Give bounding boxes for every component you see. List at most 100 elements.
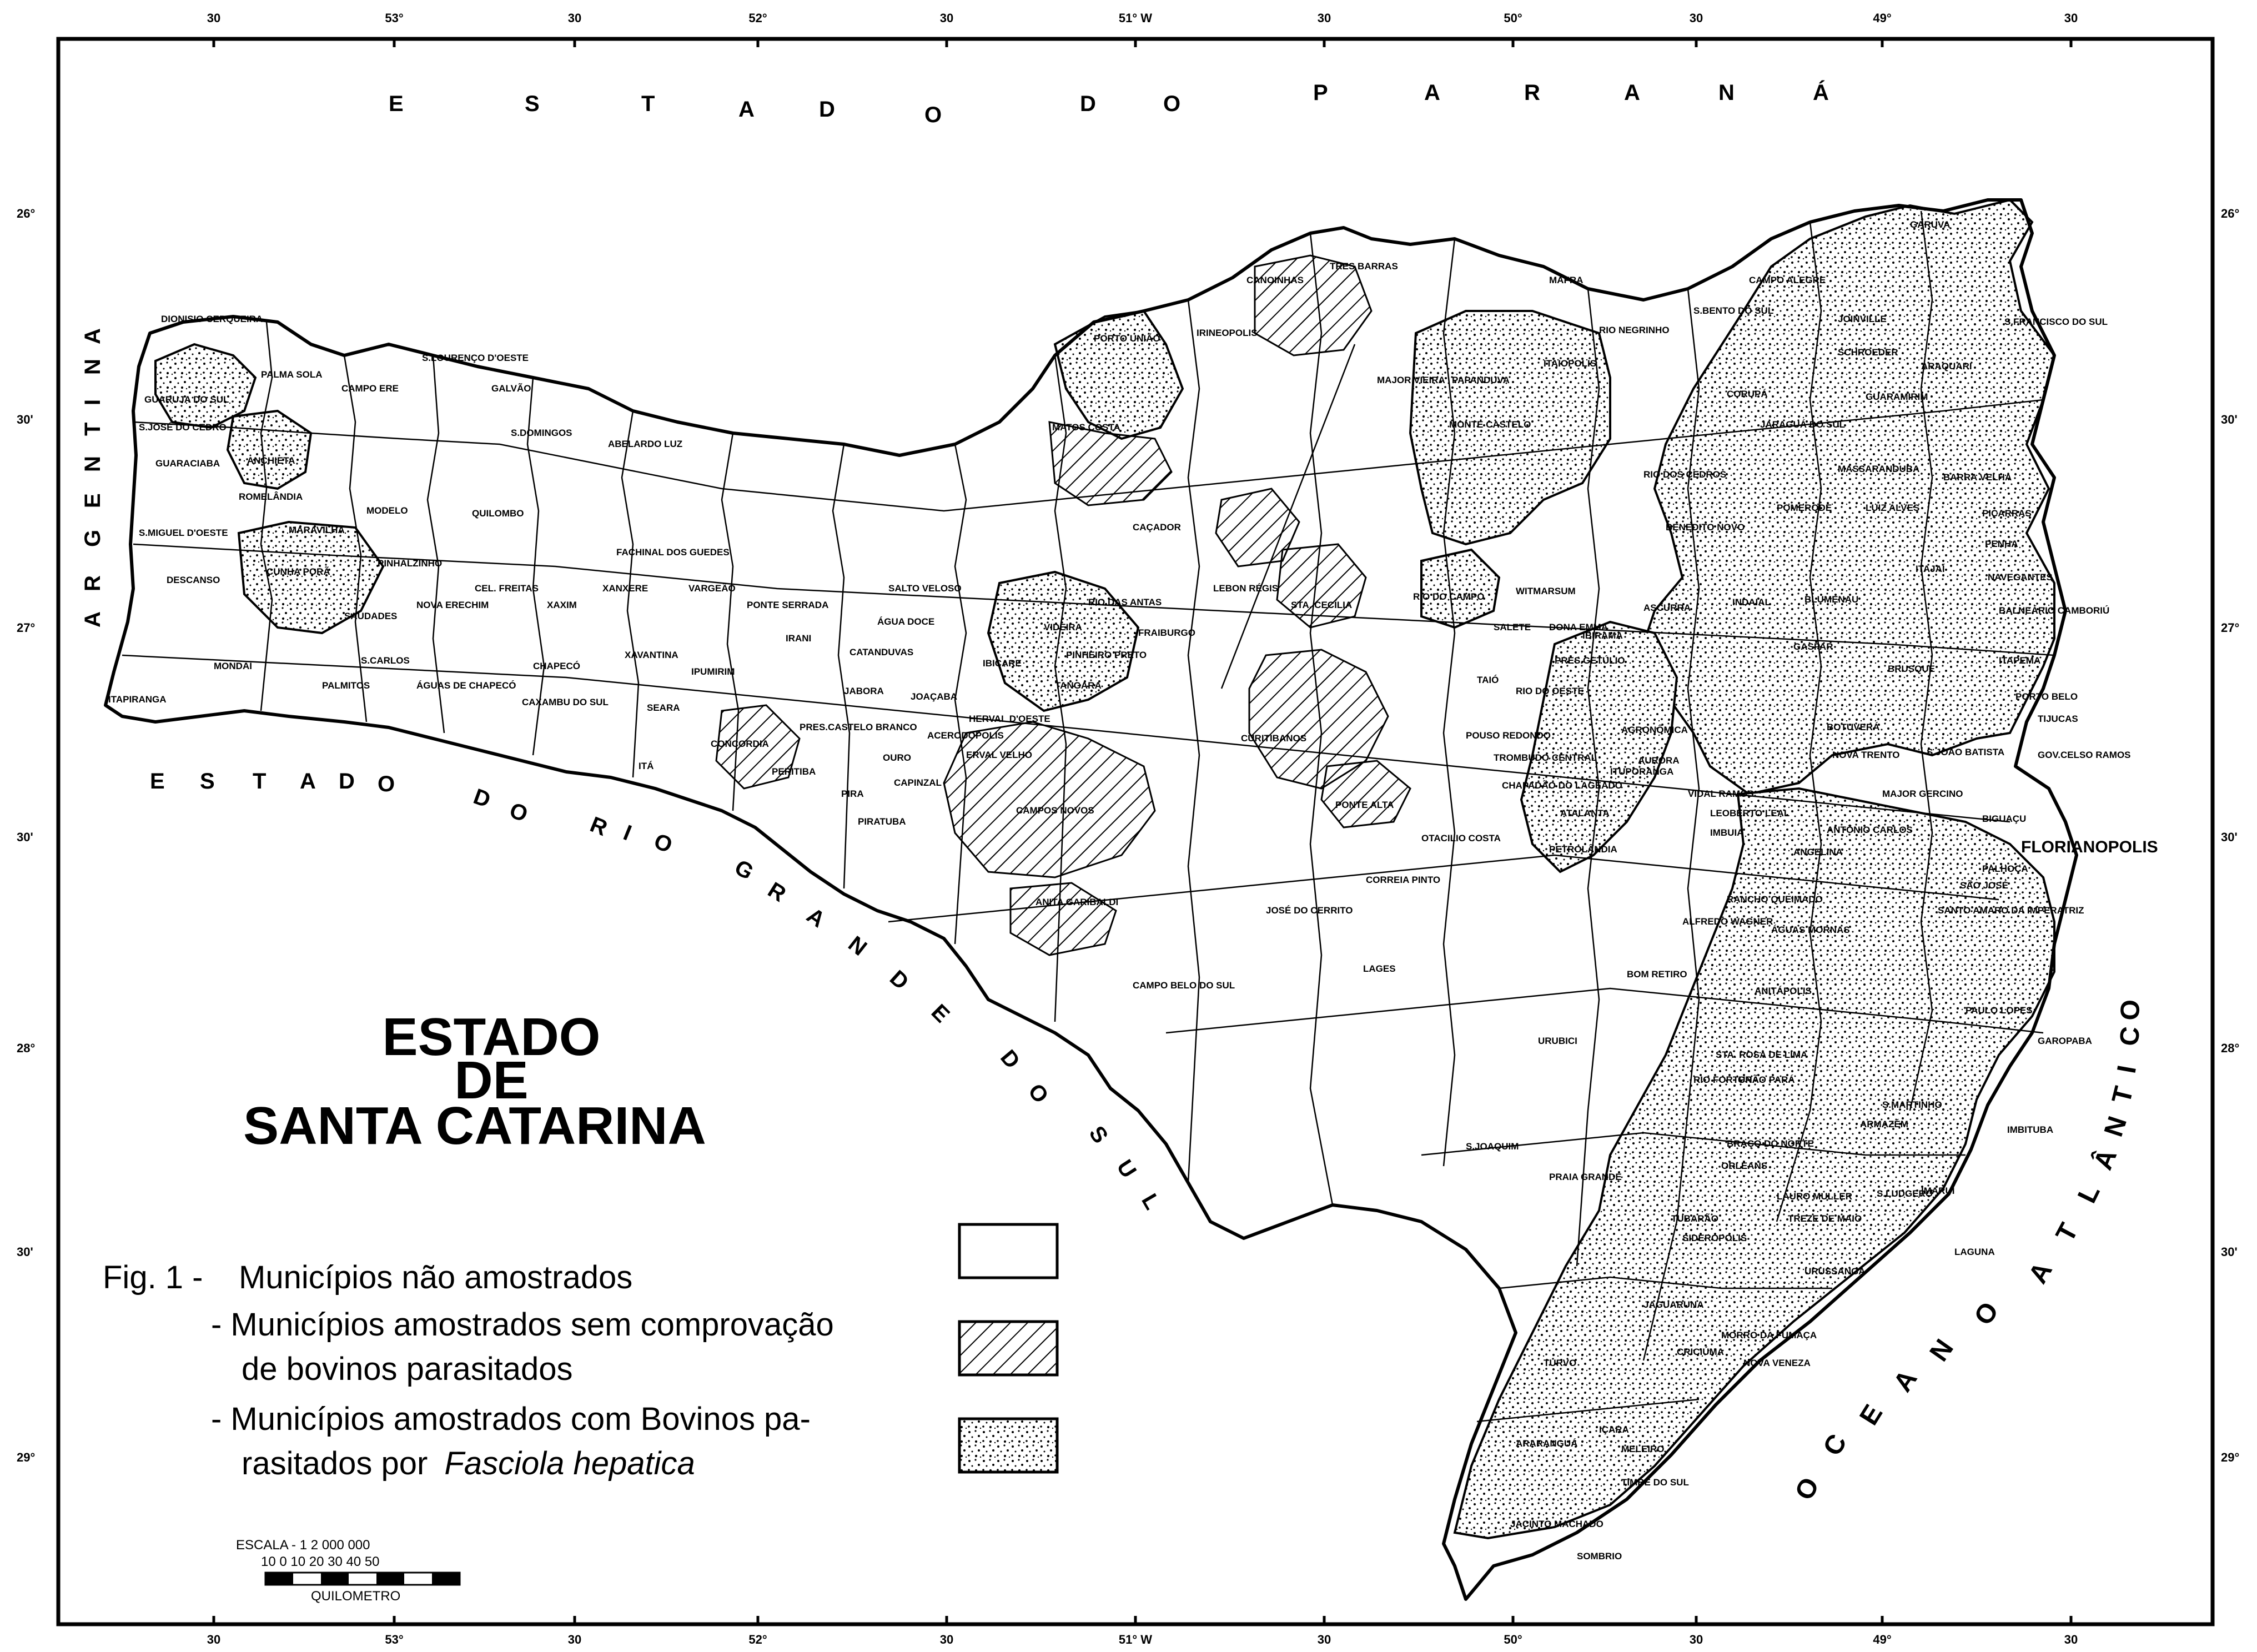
svg-text:C: C — [1818, 1429, 1853, 1461]
svg-text:E: E — [81, 493, 105, 508]
municipality-label: MASSARANDUBA — [1838, 464, 1919, 474]
municipality-label: PIRA — [841, 789, 864, 799]
svg-text:T: T — [253, 769, 266, 794]
svg-text:I: I — [81, 399, 105, 405]
municipality-label: SALETE — [1494, 622, 1531, 632]
svg-text:A: A — [1424, 81, 1440, 105]
municipality-label: IRANI — [786, 633, 811, 644]
svg-text:O: O — [651, 829, 676, 858]
municipality-label: CAÇADOR — [1133, 522, 1181, 533]
municipality-label: INDAIAL — [1732, 597, 1771, 607]
svg-text:I: I — [620, 821, 635, 846]
municipal-boundaries — [122, 210, 2055, 1423]
svg-text:O: O — [506, 798, 531, 827]
bottom-tick-label: 51° W — [1119, 1633, 1152, 1646]
municipality-labels: DIONISIO CERQUEIRA PALMA SOLA GUARUJA DO… — [108, 219, 2158, 1561]
municipality-label: VIDEIRA — [1044, 622, 1082, 632]
municipality-label: XAVANTINA — [625, 650, 678, 660]
municipality-label: MAJOR GERCINO — [1882, 789, 1963, 799]
svg-text:O: O — [924, 103, 942, 127]
municipality-label: NOVA VENEZA — [1743, 1358, 1811, 1368]
svg-text:P: P — [1313, 81, 1328, 105]
municipality-label: PINHALZINHO — [378, 558, 442, 569]
municipality-label: MELEIRO — [1621, 1444, 1664, 1454]
svg-text:Â: Â — [2087, 1144, 2123, 1174]
municipality-label: ITAIOPOLIS — [1544, 358, 1596, 369]
municipality-label: LAGUNA — [1954, 1247, 1995, 1257]
top-tick-label: 52° — [748, 11, 767, 25]
municipality-label: PORTO UNIÃO — [1094, 333, 1160, 344]
svg-text:O: O — [1789, 1473, 1825, 1505]
municipality-label: IMBUIA — [1710, 827, 1743, 838]
municipality-label: AURORA — [1638, 755, 1680, 766]
svg-text:T: T — [2107, 1083, 2139, 1106]
municipality-label: PAULO LOPES — [1966, 1005, 2033, 1016]
svg-text:D: D — [339, 769, 355, 794]
municipality-label: S.DOMINGOS — [511, 428, 572, 438]
municipality-label: RIO DOS CEDROS — [1643, 469, 1726, 480]
svg-text:U: U — [1112, 1156, 1141, 1182]
title-line-3: SANTA CATARINA — [243, 1096, 706, 1156]
municipality-label: ÁGUAS DE CHAPECÓ — [416, 680, 516, 691]
svg-text:T: T — [2050, 1218, 2084, 1247]
municipality-label: S.LOURENÇO D'OESTE — [422, 353, 529, 363]
municipality-label: S.JOAQUIM — [1466, 1141, 1519, 1152]
svg-text:T: T — [81, 423, 105, 436]
municipality-label: CONCORDIA — [711, 739, 769, 749]
municipality-label: BARRA VELHA — [1943, 472, 2012, 483]
sampled-region-santa-cecilia — [1276, 543, 1367, 629]
svg-text:A: A — [738, 97, 755, 122]
svg-text:C: C — [2114, 1025, 2145, 1047]
municipality-label: S.JOSÉ DO CEDRO — [139, 422, 227, 433]
svg-text:D: D — [470, 784, 494, 812]
municipality-label: CAMPOS NOVOS — [1016, 805, 1094, 816]
municipality-label: CORREIA PINTO — [1366, 875, 1440, 885]
scale-bar: ESCALA - 1 2 000 000 10 0 10 20 30 40 50… — [236, 1538, 461, 1604]
svg-text:R: R — [763, 877, 790, 907]
municipality-label: ABELARDO LUZ — [608, 439, 682, 449]
legend-swatch-sampled-no-confirmation — [958, 1320, 1059, 1377]
municipality-label: TURVO — [1544, 1358, 1576, 1368]
legend: Fig. 1 - Municípios não amostrados - Mun… — [103, 1223, 1059, 1482]
svg-text:G: G — [81, 530, 105, 547]
sampled-region-ponte-alta — [1320, 760, 1411, 828]
municipality-label: ANCHIETA — [247, 455, 295, 466]
municipality-label: LUIZ ALVES — [1866, 503, 1919, 513]
municipality-label: TIMBÉ DO SUL — [1621, 1477, 1689, 1488]
svg-text:G: G — [731, 855, 758, 885]
svg-text:O: O — [1163, 92, 1180, 116]
state-outline — [104, 198, 2078, 1601]
top-tick-label: 50° — [1504, 11, 1522, 25]
svg-text:O: O — [2115, 999, 2145, 1021]
municipality-label: CAMPO ALEGRE — [1749, 275, 1826, 285]
municipality-label: PIRATUBA — [858, 816, 906, 827]
municipality-label: ARAQUARI — [1921, 361, 1972, 371]
municipality-label: S.BENTO DO SUL — [1693, 305, 1773, 316]
municipality-label: IBICARE — [983, 658, 1022, 669]
municipality-label: ANTÔNIO CARLOS — [1827, 825, 1913, 835]
municipality-label: RIO DO CAMPO — [1413, 591, 1484, 602]
municipality-label: RANCHO QUEIMADO — [1727, 894, 1823, 905]
municipality-label: XANXERE — [602, 583, 648, 594]
top-tick-label: 53° — [385, 11, 403, 25]
municipality-label: MARAVILHA — [289, 525, 345, 535]
municipality-label: PRES.GETÚLIO — [1555, 655, 1625, 666]
municipality-label: POUSO REDONDO — [1466, 730, 1551, 741]
svg-text:N: N — [81, 359, 105, 375]
title-line-1: ESTADO — [383, 1007, 601, 1067]
municipality-label: PALMITOS — [322, 680, 370, 691]
svg-text:N: N — [2099, 1113, 2133, 1140]
municipality-label: STA. ROSA DE LIMA — [1716, 1050, 1807, 1060]
municipality-label: CAMPO BELO DO SUL — [1133, 980, 1235, 991]
left-tick-label: 30' — [17, 830, 33, 844]
municipality-label: MATOS COSTA — [1052, 422, 1120, 433]
municipality-label: LAURO MULLER — [1777, 1191, 1852, 1202]
municipality-label: BIGUAÇU — [1982, 814, 2026, 824]
svg-text:A: A — [1888, 1365, 1923, 1397]
top-tick-label: 30 — [207, 11, 220, 25]
bottom-tick-label: 30 — [2064, 1633, 2078, 1646]
sampled-region-lebon — [1215, 488, 1300, 568]
legend-item-1-text: Municípios não amostrados — [239, 1259, 632, 1296]
municipality-label: PAPANDUVA — [1452, 375, 1510, 385]
svg-text:E: E — [150, 769, 165, 794]
